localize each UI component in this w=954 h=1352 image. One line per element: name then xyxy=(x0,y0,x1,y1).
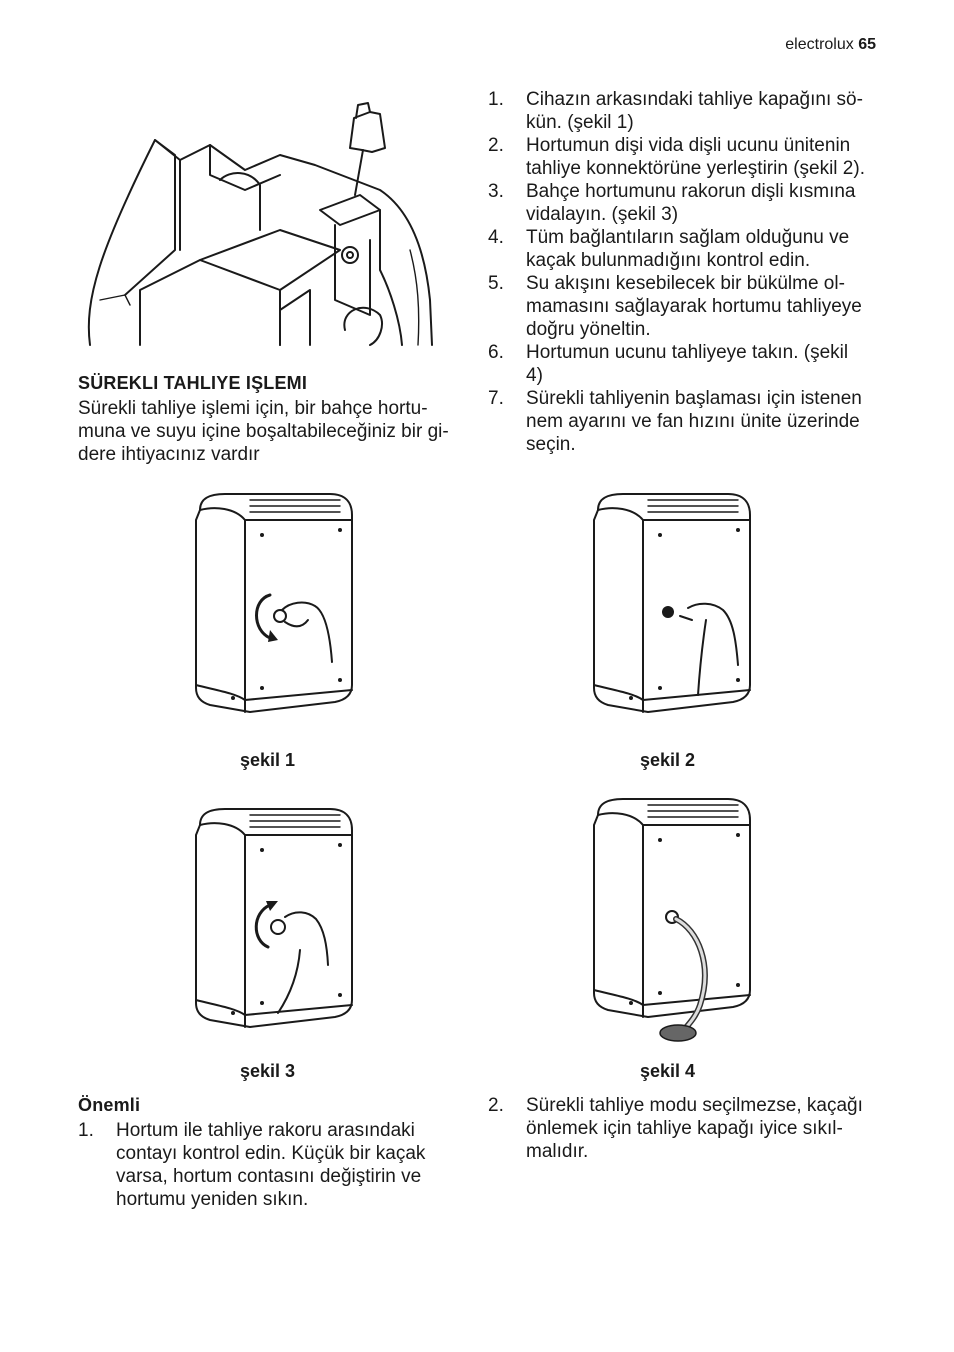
step-item: 2. Hortumun dişi vida dişli ucunu üniten… xyxy=(488,135,865,179)
section-intro: Sürekli tahliye işlemi için, bir bahçe h… xyxy=(78,397,468,466)
continuous-drain-section: SÜREKLI TAHLIYE IŞLEMI Sürekli tahliye i… xyxy=(78,372,468,466)
figure-3-caption: şekil 3 xyxy=(240,1061,296,1081)
intro-line: dere ihtiyacınız vardır xyxy=(78,444,260,465)
figure-2-caption: şekil 2 xyxy=(640,750,696,770)
steps-list: 1. Cihazın arkasındaki tahliye kapağını … xyxy=(488,88,888,456)
figure-4-illustration xyxy=(593,798,751,1042)
section-title: SÜREKLI TAHLIYE IŞLEMI xyxy=(78,373,308,393)
step-item: 1. Cihazın arkasındaki tahliye kapağını … xyxy=(488,89,863,133)
important-title: Önemli xyxy=(78,1095,141,1115)
brand-name: electrolux xyxy=(785,36,854,53)
page-header: electrolux 65 xyxy=(785,36,876,54)
figure-4-caption: şekil 4 xyxy=(640,1061,696,1081)
important-section-continued: 2. Sürekli tahliye modu seçilmezse, kaça… xyxy=(488,1094,888,1163)
intro-line: Sürekli tahliye işlemi için, bir bahçe h… xyxy=(78,398,428,419)
step-item: 7. Sürekli tahliyenin başlaması için ist… xyxy=(488,388,862,455)
figure-1-caption: şekil 1 xyxy=(240,750,296,770)
step-item: 3. Bahçe hortumunu rakorun dişli kısmına… xyxy=(488,181,856,225)
figure-1-illustration xyxy=(195,493,353,713)
page-number: 65 xyxy=(858,36,876,53)
step-item: 5. Su akışını kesebilecek bir bükülme ol… xyxy=(488,273,862,340)
drain-connector-illustration xyxy=(87,102,433,346)
figure-2-illustration xyxy=(593,493,751,713)
step-item: 6. Hortumun ucunu tahliyeye takın. (şeki… xyxy=(488,342,849,386)
intro-line: muna ve suyu içine boşaltabileceğiniz bi… xyxy=(78,421,449,442)
figure-3-illustration xyxy=(195,808,353,1028)
important-item: 2. Sürekli tahliye modu seçilmezse, kaça… xyxy=(488,1095,863,1162)
important-section: Önemli 1. Hortum ile tahliye rakoru aras… xyxy=(78,1094,468,1211)
